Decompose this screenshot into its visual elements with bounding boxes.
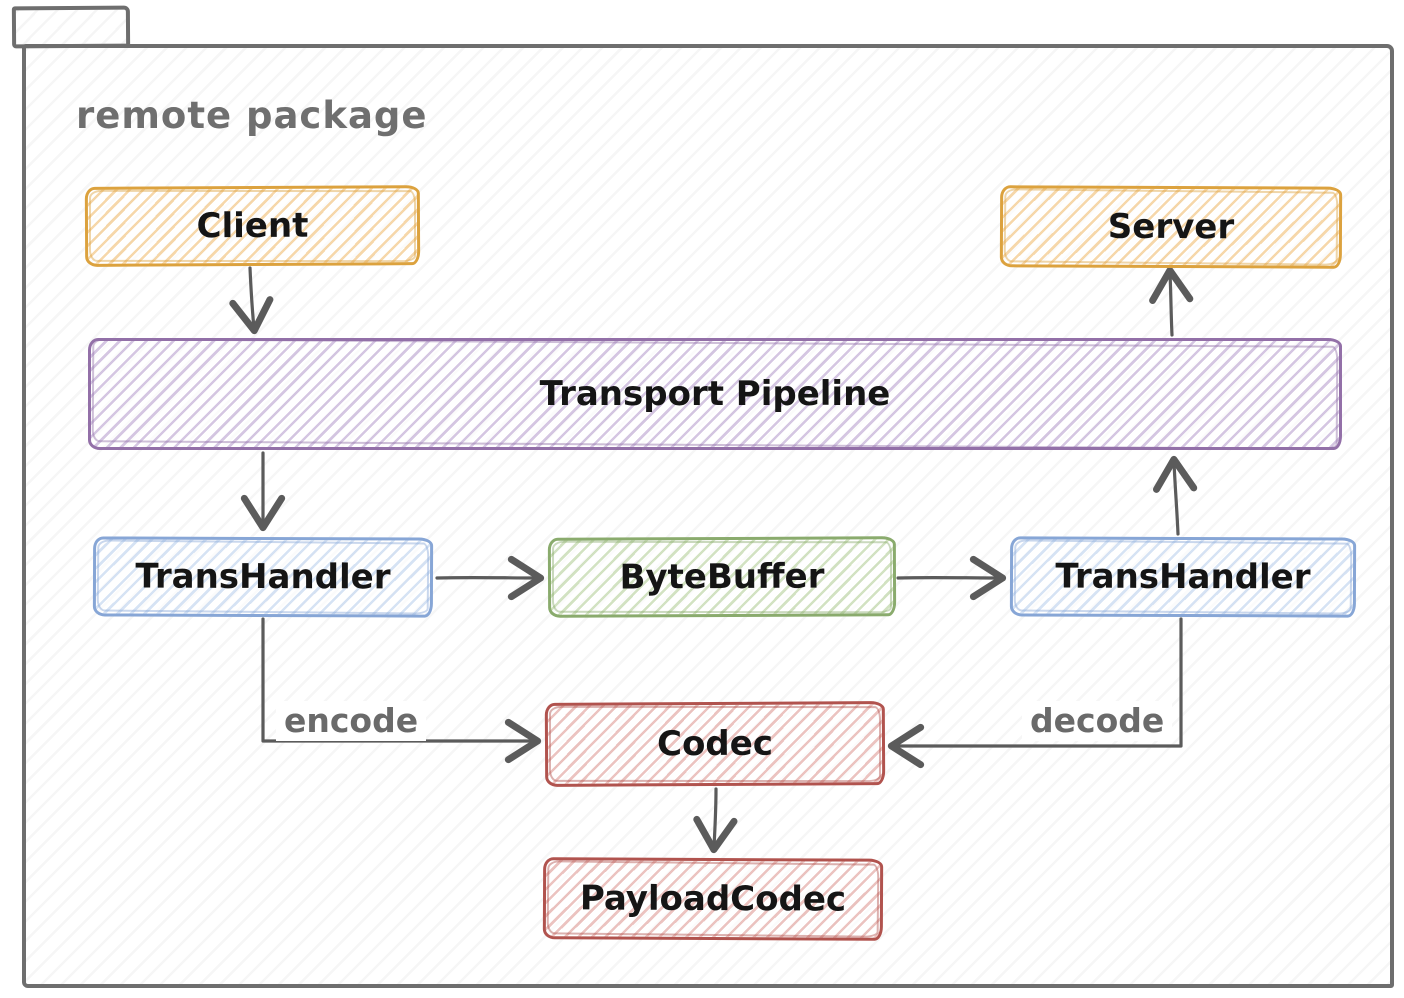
package-title: remote package [76, 94, 428, 137]
transhandler-right-label: TransHandler [1055, 556, 1311, 598]
transhandler-right-node: TransHandler [1009, 536, 1357, 618]
codec-label: Codec [656, 723, 774, 765]
client-node: Client [84, 185, 421, 267]
codec-node: Codec [544, 701, 886, 787]
bytebuffer-node: ByteBuffer [547, 536, 897, 618]
payloadcodec-label: PayloadCodec [579, 878, 847, 920]
transhandler-left-node: TransHandler [92, 536, 434, 618]
decode-edge-label: decode [1022, 701, 1173, 741]
bytebuffer-label: ByteBuffer [619, 556, 825, 598]
package-tab [11, 5, 131, 49]
client-label: Client [196, 205, 309, 247]
transport-pipeline-label: Transport Pipeline [539, 374, 891, 414]
server-label: Server [1107, 206, 1235, 248]
payloadcodec-node: PayloadCodec [542, 857, 884, 941]
transport-pipeline-node: Transport Pipeline [88, 338, 1342, 450]
transhandler-left-label: TransHandler [135, 556, 391, 598]
encode-edge-label: encode [276, 701, 427, 741]
server-node: Server [999, 185, 1343, 269]
